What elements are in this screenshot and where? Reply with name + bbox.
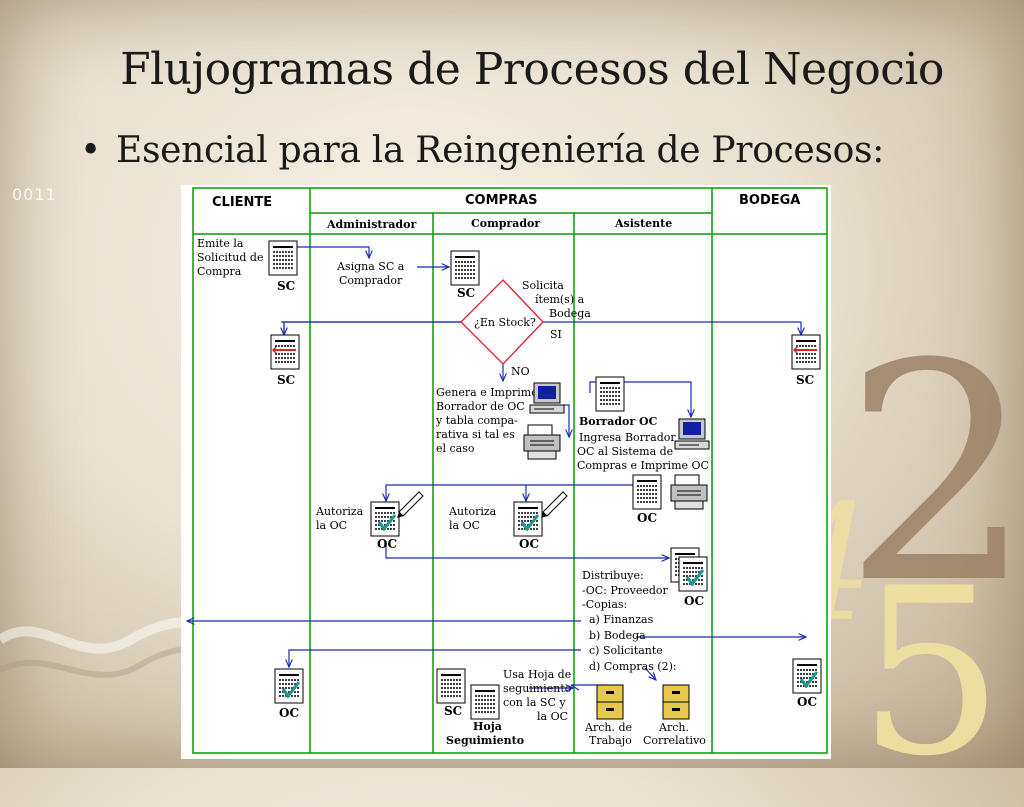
document-icon (450, 250, 480, 286)
digit-5-decoration: 5 (857, 540, 1004, 807)
step-genera-line3: y tabla compa- (435, 414, 518, 427)
step-asigna-line1: Asigna SC a (336, 260, 405, 273)
binary-decoration: 0011 (12, 185, 57, 204)
document-icon (470, 684, 500, 720)
doc-label-oc: OC (377, 537, 397, 551)
document-check-icon (679, 557, 707, 591)
computer-icon (674, 418, 710, 450)
doc-label-sc: SC (277, 373, 295, 387)
step-ingresa-line1: Ingresa Borrador (579, 431, 676, 444)
step-autoriza-comprador-line2: la OC (449, 519, 480, 532)
step-distribuye-line3: -Copias: (582, 598, 627, 611)
document-icon (271, 335, 299, 369)
step-ingresa-line3: Compras e Imprime OC (577, 459, 709, 472)
doc-label-sc: SC (457, 286, 475, 300)
arch-trabajo-line1: Arch. de (584, 721, 632, 734)
step-emite-line1: Emite la (197, 237, 244, 250)
header-bodega: BODEGA (739, 193, 800, 208)
doc-label-oc: OC (279, 706, 299, 720)
step-distribuye-line1: Distribuye: (582, 569, 644, 582)
step-asigna-line2: Comprador (339, 274, 403, 287)
document-icon (632, 474, 662, 510)
header-cliente: CLIENTE (212, 195, 272, 210)
arch-trabajo-line2: Trabajo (589, 734, 632, 747)
step-usa-hoja-line1: Usa Hoja de (503, 668, 571, 681)
step-usa-hoja-line2: seguimiento (503, 682, 572, 695)
swimlane-grid (192, 187, 828, 754)
decision-label: ¿En Stock? (474, 316, 536, 329)
bullet-text: Esencial para la Reingeniería de Proceso… (116, 130, 884, 171)
header-asistente: Asistente (614, 217, 672, 230)
doc-label-oc: OC (519, 537, 539, 551)
document-check-icon (275, 669, 303, 703)
document-icon (595, 376, 625, 412)
document-check-icon (793, 659, 821, 693)
bullet-marker: • (80, 130, 102, 171)
document-icon (436, 668, 466, 704)
arch-correlativo-line1: Arch. (658, 721, 689, 734)
step-distribuye-line4: a) Finanzas (589, 613, 654, 626)
doc-label-oc: OC (797, 695, 817, 709)
document-icon (792, 335, 820, 369)
pen-icon (396, 491, 424, 519)
step-genera-line5: el caso (436, 442, 475, 455)
step-solicita-line2: ítem(s) a (535, 293, 585, 306)
arch-correlativo-line2: Correlativo (643, 734, 706, 747)
decision-si: SI (550, 328, 562, 341)
doc-label-sc: SC (444, 704, 462, 718)
doc-label-oc: OC (637, 511, 657, 525)
pen-icon (540, 491, 568, 519)
step-genera-line2: Borrador de OC (436, 400, 525, 413)
step-usa-hoja-line3: con la SC y (503, 696, 566, 709)
step-emite-line3: Compra (197, 265, 242, 278)
doc-label-hoja: Hoja (473, 720, 502, 733)
header-comprador: Comprador (471, 217, 540, 230)
document-check-icon (371, 502, 399, 536)
step-usa-hoja-line4: la OC (537, 710, 568, 723)
header-compras: COMPRAS (465, 193, 538, 208)
document-icon (268, 240, 298, 276)
printer-icon (670, 474, 708, 510)
decision-diamond (460, 279, 544, 365)
flow-arrows (187, 246, 806, 693)
slide-title: Flujogramas de Procesos del Negocio (120, 44, 944, 95)
step-autoriza-admin-line2: la OC (316, 519, 347, 532)
digit-2-decoration: 2 (843, 300, 1024, 649)
step-solicita-line1: Solicita (522, 279, 564, 292)
document-check-icon (514, 502, 542, 536)
process-flowchart: CLIENTE COMPRAS BODEGA Administrador Com… (181, 185, 831, 759)
step-solicita-line3: Bodega (549, 307, 591, 320)
printer-icon (523, 424, 561, 460)
doc-label-oc: OC (684, 594, 704, 608)
doc-label-sc: SC (796, 373, 814, 387)
doc-label-sc: SC (277, 279, 295, 293)
doc-label-borrador-oc: Borrador OC (579, 415, 658, 428)
doc-label-seguimiento: Seguimiento (446, 734, 524, 747)
step-genera-line4: rativa si tal es (436, 428, 515, 441)
header-administrador: Administrador (326, 218, 416, 231)
file-cabinet-icon (596, 684, 624, 720)
step-distribuye-line2: -OC: Proveedor (582, 584, 669, 597)
step-genera-line1: Genera e Imprime (436, 386, 538, 399)
decision-no: NO (511, 365, 530, 378)
step-distribuye-line7: d) Compras (2): (589, 660, 677, 673)
step-ingresa-line2: OC al Sistema de (577, 445, 673, 458)
step-autoriza-admin-line1: Autoriza (315, 505, 364, 518)
step-distribuye-line5: b) Bodega (589, 629, 646, 642)
file-cabinet-icon (662, 684, 690, 720)
step-autoriza-comprador-line1: Autoriza (448, 505, 497, 518)
computer-icon (529, 382, 565, 414)
step-emite-line2: Solicitud de (197, 251, 263, 264)
step-distribuye-line6: c) Solicitante (589, 644, 663, 657)
